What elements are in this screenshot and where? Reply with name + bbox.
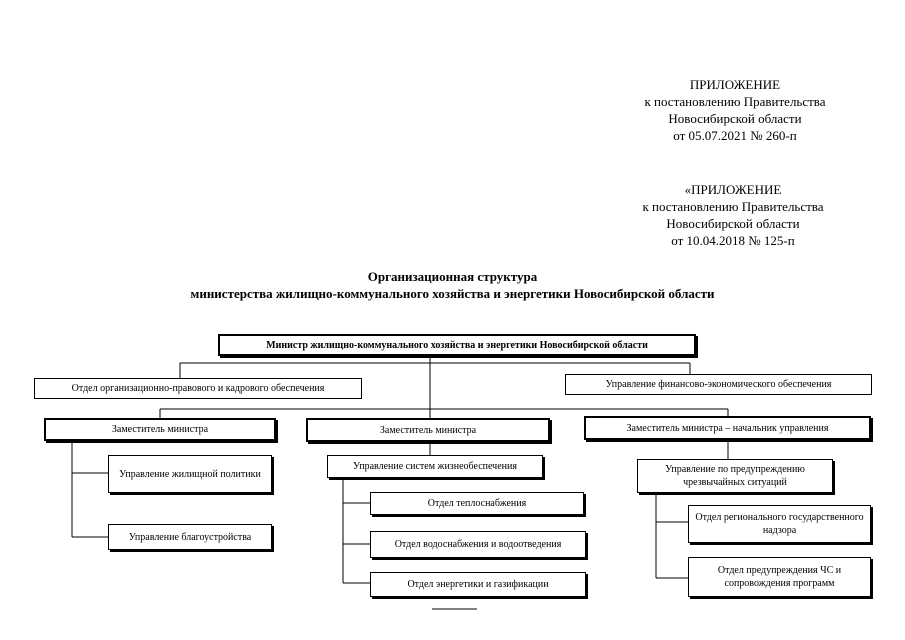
minister-box: Министр жилищно-коммунального хозяйства … bbox=[218, 334, 696, 356]
header-previous-line1: «ПРИЛОЖЕНИЕ bbox=[684, 182, 782, 197]
deputy-3-box: Заместитель министра – начальник управле… bbox=[584, 416, 871, 440]
heat-supply-box: Отдел теплоснабжения bbox=[370, 492, 584, 515]
improvement-box: Управление благоустройства bbox=[108, 524, 272, 550]
deputy-1-box: Заместитель министра bbox=[44, 418, 276, 441]
header-current-line2: к постановлению Правительства bbox=[644, 94, 826, 109]
emergency-prevention-box: Управление по предупреждению чрезвычайны… bbox=[637, 459, 833, 493]
header-current-line4: от 05.07.2021 № 260-п bbox=[673, 128, 797, 143]
life-support-box: Управление систем жизнеобеспечения bbox=[327, 455, 543, 478]
title-line1: Организационная структура bbox=[367, 269, 538, 284]
header-previous-line4: от 10.04.2018 № 125-п bbox=[671, 233, 795, 248]
energy-gas-box: Отдел энергетики и газификации bbox=[370, 572, 586, 597]
water-supply-box: Отдел водоснабжения и водоотведения bbox=[370, 531, 586, 558]
header-previous-line3: Новосибирской области bbox=[666, 216, 800, 231]
header-current-line3: Новосибирской области bbox=[668, 111, 802, 126]
housing-policy-box: Управление жилищной политики bbox=[108, 455, 272, 493]
header-current-line1: ПРИЛОЖЕНИЕ bbox=[689, 77, 781, 92]
header-current-appendix: ПРИЛОЖЕНИЕ к постановлению Правительства… bbox=[620, 76, 850, 144]
title-line2: министерства жилищно-коммунального хозяй… bbox=[190, 286, 715, 301]
dept-fin-econ-box: Управление финансово-экономического обес… bbox=[565, 374, 872, 395]
header-previous-line2: к постановлению Правительства bbox=[642, 199, 824, 214]
header-previous-appendix: «ПРИЛОЖЕНИЕ к постановлению Правительств… bbox=[618, 181, 848, 249]
deputy-2-box: Заместитель министра bbox=[306, 418, 550, 442]
regional-supervision-box: Отдел регионального государственного над… bbox=[688, 505, 871, 543]
emergency-programs-box: Отдел предупреждения ЧС и сопровождения … bbox=[688, 557, 871, 597]
dept-org-legal-box: Отдел организационно-правового и кадрово… bbox=[34, 378, 362, 399]
document-title: Организационная структура министерства ж… bbox=[0, 268, 905, 302]
